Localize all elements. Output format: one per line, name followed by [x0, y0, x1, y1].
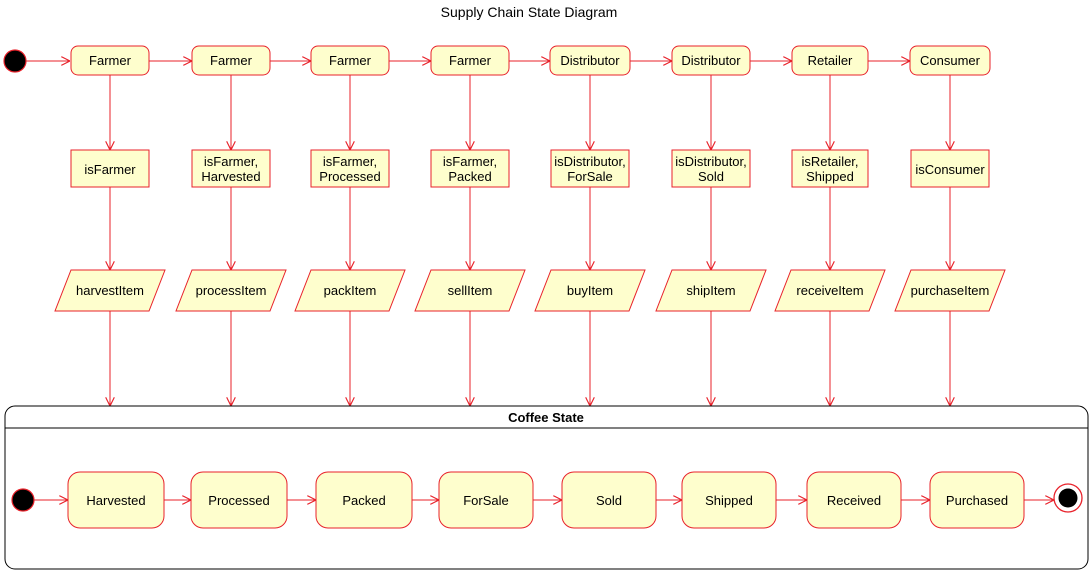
check-box	[671, 149, 751, 188]
coffee-state-label: Sold	[596, 493, 622, 508]
action-label: purchaseItem	[911, 283, 990, 298]
action-box	[54, 269, 166, 312]
coffee-state-box	[190, 471, 288, 529]
check-box	[791, 149, 869, 188]
diagram-title: Supply Chain State Diagram	[441, 4, 618, 20]
check-box	[430, 149, 510, 188]
coffee-state-label: Received	[827, 493, 881, 508]
check-label: Packed	[448, 169, 491, 184]
role-label: Farmer	[89, 53, 132, 68]
action-label: packItem	[324, 283, 377, 298]
role-label: Farmer	[449, 53, 492, 68]
action-label: harvestItem	[76, 283, 144, 298]
coffee-state-box	[67, 471, 165, 529]
check-label: isFarmer,	[204, 154, 258, 169]
check-box	[910, 149, 990, 188]
action-label: shipItem	[686, 283, 735, 298]
check-box	[70, 149, 150, 188]
action-box	[774, 269, 886, 312]
coffee-state-box	[315, 471, 413, 529]
action-label: receiveItem	[796, 283, 863, 298]
inner-initial-node	[11, 488, 35, 512]
check-box	[310, 149, 390, 188]
check-box	[191, 149, 271, 188]
role-label: Retailer	[808, 53, 853, 68]
check-label: isRetailer,	[801, 154, 858, 169]
check-label: Processed	[319, 169, 380, 184]
coffee-state-flow: Harvested Processed Packed ForSale Sold Shipp…	[34, 471, 1054, 529]
check-label: isFarmer,	[323, 154, 377, 169]
check-label: Shipped	[806, 169, 854, 184]
check-label: isDistributor,	[675, 154, 747, 169]
coffee-state-box	[561, 471, 657, 529]
coffee-state-box	[806, 471, 902, 529]
role-label: Distributor	[560, 53, 620, 68]
actor-flow: Farmer isFarmer harvestItem Farmer isFarmer,…	[26, 45, 1006, 406]
action-label: buyItem	[567, 283, 613, 298]
check-label: isConsumer	[915, 162, 985, 177]
role-label: Distributor	[681, 53, 741, 68]
check-label: Harvested	[201, 169, 260, 184]
check-label: Sold	[698, 169, 724, 184]
coffee-state-box	[681, 471, 777, 529]
action-box	[414, 269, 526, 312]
action-box	[655, 269, 767, 312]
action-label: processItem	[196, 283, 267, 298]
action-box	[534, 269, 646, 312]
action-box	[894, 269, 1006, 312]
role-label: Consumer	[920, 53, 981, 68]
action-box	[294, 269, 406, 312]
coffee-state-label: Shipped	[705, 493, 753, 508]
coffee-state-title: Coffee State	[508, 410, 584, 425]
role-label: Farmer	[210, 53, 253, 68]
coffee-state-box	[929, 471, 1025, 529]
check-label: ForSale	[567, 169, 613, 184]
coffee-state-container	[4, 405, 1089, 570]
check-label: isDistributor,	[554, 154, 626, 169]
coffee-state-label: Processed	[208, 493, 269, 508]
action-label: sellItem	[448, 283, 493, 298]
coffee-state-label: Harvested	[86, 493, 145, 508]
initial-node	[3, 49, 27, 73]
check-label: isFarmer,	[443, 154, 497, 169]
check-label: isFarmer	[84, 162, 136, 177]
role-label: Farmer	[329, 53, 372, 68]
coffee-state-box	[438, 471, 534, 529]
final-node-inner	[1058, 488, 1078, 508]
coffee-state-label: Purchased	[946, 493, 1008, 508]
coffee-state-label: Packed	[342, 493, 385, 508]
action-box	[175, 269, 287, 312]
coffee-state-label: ForSale	[463, 493, 509, 508]
